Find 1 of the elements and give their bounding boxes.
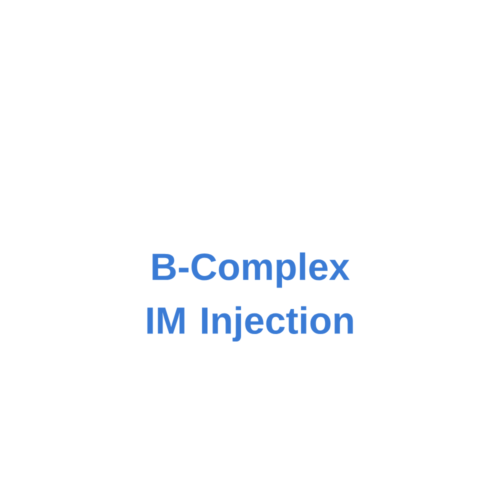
title: B-Complex IM Injection — [147, 252, 353, 342]
